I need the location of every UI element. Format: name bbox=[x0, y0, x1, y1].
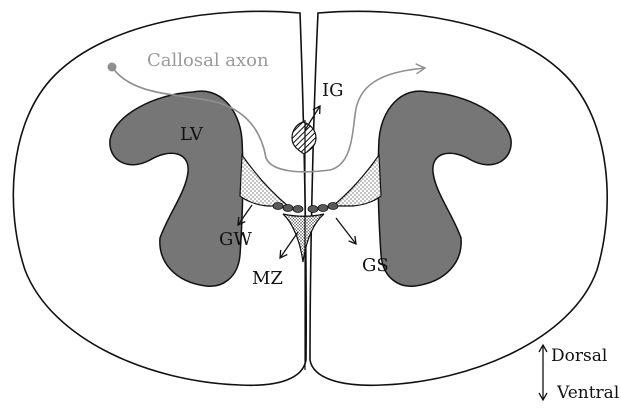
glial-sling-cell bbox=[283, 205, 293, 212]
mz-label: MZ bbox=[252, 268, 283, 289]
glial-sling-cell bbox=[273, 203, 283, 210]
ig-label: IG bbox=[322, 80, 344, 101]
orientation-indicator: Dorsal Ventral bbox=[543, 345, 619, 403]
lv-label: LV bbox=[180, 124, 204, 145]
glial-sling-cell bbox=[318, 205, 328, 212]
glial-sling-cell bbox=[293, 206, 303, 213]
gs-label: GS bbox=[362, 255, 389, 276]
ventral-label: Ventral bbox=[556, 383, 619, 403]
gw-label: GW bbox=[219, 229, 252, 250]
glial-sling-cell bbox=[328, 203, 338, 210]
callosal-axon-label: Callosal axon bbox=[147, 50, 269, 71]
glial-sling-cell bbox=[308, 206, 318, 213]
dorsal-label: Dorsal bbox=[551, 346, 607, 366]
